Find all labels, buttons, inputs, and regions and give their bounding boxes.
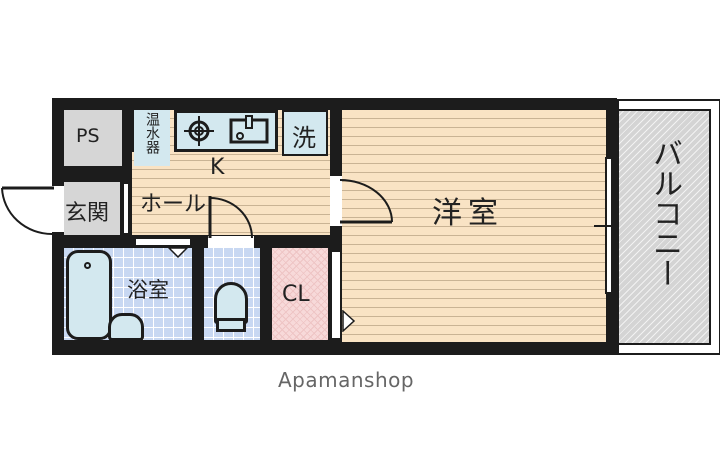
water-heater-label: 温水器 — [144, 112, 160, 154]
front-door[interactable] — [0, 182, 64, 238]
kitchen-label: K — [210, 155, 225, 180]
toilet-door-gap[interactable] — [208, 236, 254, 248]
front-door-opening — [52, 186, 64, 232]
entrance-label: 玄関 — [65, 201, 110, 226]
closet — [272, 248, 328, 340]
wash-basin — [108, 313, 144, 341]
western-room-door-gap[interactable] — [330, 176, 342, 226]
bathroom-door[interactable] — [134, 237, 192, 247]
pipe-space — [64, 110, 122, 166]
entrance — [64, 182, 120, 235]
bathroom-door-arrow-icon — [168, 247, 188, 259]
hall-kitchen-floor — [132, 152, 330, 235]
laundry-space — [282, 110, 328, 156]
balcony — [617, 109, 711, 345]
brand-name: Apamanshop — [278, 368, 415, 392]
stove-burner-icon — [184, 116, 214, 146]
closet-door-arrow-icon — [342, 310, 356, 332]
bathroom-label: 浴室 — [127, 278, 169, 302]
hall-label: ホール — [140, 192, 207, 217]
window-mark-v — [611, 214, 613, 238]
pipe-space-label: PS — [76, 125, 100, 147]
laundry-label: 洗 — [292, 124, 316, 152]
closet-door[interactable] — [330, 250, 342, 340]
toilet-tank — [216, 318, 246, 332]
toilet-door-swing — [208, 196, 253, 239]
western-room-label: 洋室 — [432, 196, 504, 231]
kitchen-sink-icon — [229, 115, 269, 144]
western-room — [342, 110, 606, 342]
entrance-step — [122, 182, 130, 235]
bathtub-drain — [84, 262, 91, 269]
balcony-label: バルコニー — [647, 138, 682, 288]
western-room-door-swing — [339, 179, 393, 224]
closet-label: CL — [282, 282, 310, 307]
water-heater — [134, 110, 170, 166]
